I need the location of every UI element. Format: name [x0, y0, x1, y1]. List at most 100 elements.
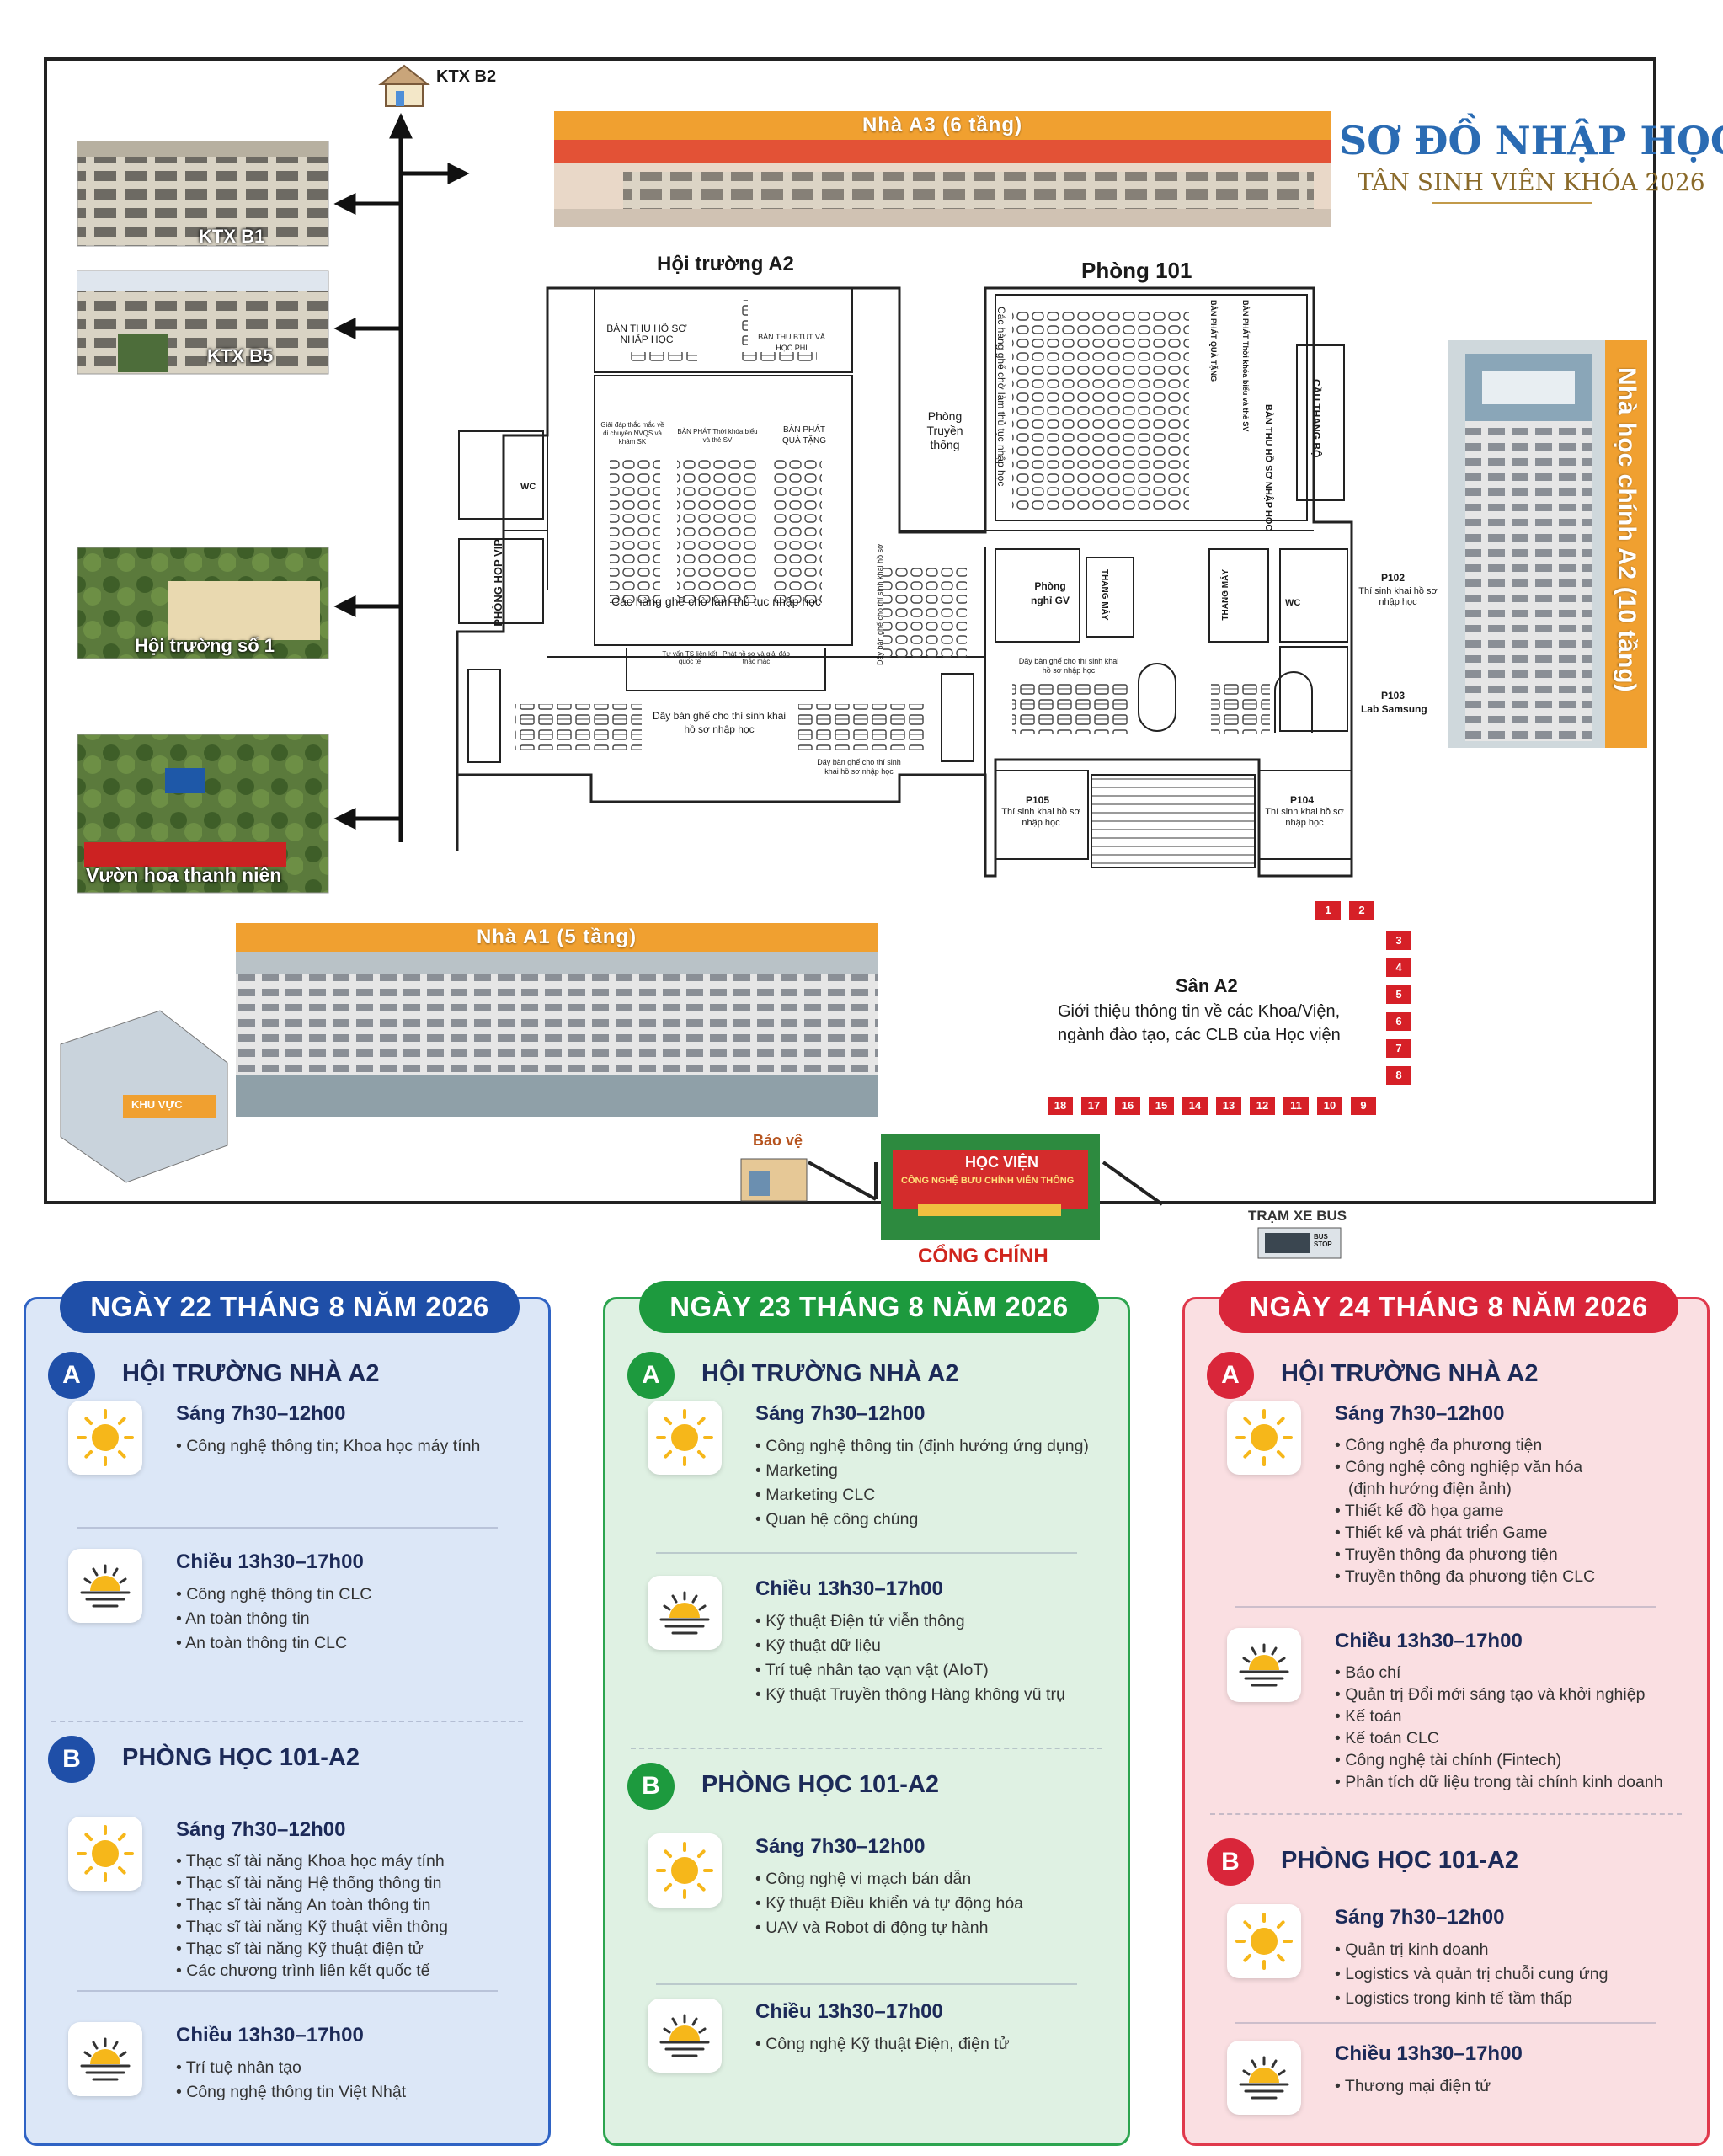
label-ban-thu-btut: BÀN THU BTUT VÀ HỌC PHÍ	[758, 333, 825, 352]
label-ban-phat-qua-101: BÀN PHÁT QUÀ TẶNG	[1209, 300, 1218, 382]
major-list: Kỹ thuật Điện tử viễn thôngKỹ thuật dữ l…	[755, 1609, 1065, 1707]
label-bus-stop: BUS STOP	[1314, 1233, 1332, 1248]
major-item: Công nghệ thông tin; Khoa học máy tính	[176, 1434, 480, 1459]
label-hang-ghe-cho: Các hàng ghế chờ làm thủ tục nhập học	[611, 595, 821, 608]
label-hoc-vien-name: CÔNG NGHỆ BƯU CHÍNH VIỄN THÔNG	[901, 1176, 1075, 1186]
major-item: Quản trị Đổi mới sáng tạo và khởi nghiệp	[1335, 1684, 1663, 1705]
slot-time: Sáng 7h30–12h00	[1335, 1906, 1505, 1929]
major-item: Truyền thông đa phương tiện CLC	[1335, 1566, 1595, 1588]
major-list: Công nghệ Kỹ thuật Điện, điện tử	[755, 2032, 1010, 2057]
label-p105-desc: Thí sinh khai hồ sơ nhập học	[1001, 807, 1080, 828]
label-hoi-truong-a2: Hội trường A2	[657, 253, 794, 275]
major-item: Kỹ thuật dữ liệu	[755, 1634, 1065, 1658]
label-ktx-b5: KTX B5	[207, 345, 274, 366]
major-item: Phân tích dữ liệu trong tài chính kinh d…	[1335, 1771, 1662, 1793]
booth-marker: 3	[1386, 931, 1411, 950]
booth-marker: 14	[1182, 1097, 1208, 1115]
major-item: Báo chí	[1335, 1662, 1663, 1684]
label-thang-may: THANG MÁY	[1100, 569, 1109, 621]
sunset-icon	[648, 1576, 722, 1650]
slot-time: Chiều 13h30–17h00	[1335, 2042, 1523, 2065]
banner-nha-a1: Nhà A1 (5 tầng)	[236, 923, 878, 952]
label-san-a2-desc2: ngành đào tạo, các CLB của Học viện	[1058, 1026, 1341, 1044]
label-cac-hang-ghe-101: Các hàng ghế chờ làm thủ tục nhập học	[995, 307, 1007, 487]
major-item: Marketing	[755, 1459, 1089, 1483]
label-ban-phat-the: BÀN PHÁT Thời khóa biểu và thẻ SV	[677, 428, 758, 444]
label-ban-phat-qua: BÀN PHÁT QUÀ TẶNG	[781, 425, 827, 446]
label-san-a2: Sân A2	[1176, 975, 1238, 996]
sun-icon	[648, 1401, 722, 1475]
major-item: Thạc sĩ tài năng Khoa học máy tính	[176, 1850, 448, 1872]
slot-divider	[77, 1527, 498, 1529]
major-item: Trí tuệ nhân tạo vạn vật (AIoT)	[755, 1658, 1065, 1683]
label-p104-desc: Thí sinh khai hồ sơ nhập học	[1265, 807, 1344, 828]
major-item: Thương mại điện tử	[1335, 2074, 1491, 2099]
major-item: Marketing CLC	[755, 1483, 1089, 1508]
slot-time: Chiều 13h30–17h00	[176, 1550, 364, 1573]
slot-divider	[77, 1990, 498, 1992]
label-phong-nghi-gv: Phòng nghỉ GV	[1031, 580, 1070, 606]
major-item: Công nghệ vi mạch bán dẫn	[755, 1867, 1023, 1892]
booth-marker: 13	[1216, 1097, 1241, 1115]
label-cau-thang-bo: CẦU THANG BỘ	[1310, 379, 1322, 458]
major-item: Công nghệ đa phương tiện	[1335, 1434, 1595, 1456]
label-phat-ho-so: Phát hồ sơ và giải đáp thắc mắc	[723, 650, 790, 665]
major-item: Quan hệ công chúng	[755, 1508, 1089, 1532]
label-thang-may-2: THANG MÁY	[1221, 569, 1230, 621]
booth-marker: 8	[1386, 1066, 1411, 1085]
label-day-ban-ghe-sanh: Dãy bàn ghế cho thí sinh khai hồ sơ nhập…	[1018, 657, 1119, 675]
banner-nha-a3: Nhà A3 (6 tầng)	[554, 111, 1331, 140]
slot-time: Chiều 13h30–17h00	[755, 1577, 943, 1600]
booth-marker: 9	[1351, 1097, 1376, 1115]
road-arrows	[333, 112, 470, 842]
slot-divider	[1235, 1606, 1656, 1608]
title-underline	[1432, 202, 1592, 204]
major-item: (định hướng điện ảnh)	[1348, 1480, 1512, 1498]
sun-icon	[1227, 1904, 1301, 1978]
booth-marker: 16	[1115, 1097, 1140, 1115]
major-item: Quản trị kinh doanh	[1335, 1938, 1608, 1962]
booth-marker: 17	[1081, 1097, 1107, 1115]
section-divider	[1210, 1813, 1682, 1815]
sunset-icon	[1227, 1628, 1301, 1702]
map-subtitle: TÂN SINH VIÊN KHÓA 2026	[1358, 168, 1705, 196]
major-item: Logistics trong kinh tế tầm thấp	[1335, 1987, 1608, 2011]
label-p104: P104	[1290, 794, 1315, 806]
booth-marker: 15	[1149, 1097, 1174, 1115]
slot-time: Chiều 13h30–17h00	[176, 2024, 364, 2047]
major-item: An toàn thông tin CLC	[176, 1631, 371, 1656]
venue-title: HỘI TRƯỜNG NHÀ A2	[122, 1360, 380, 1387]
booth-marker: 12	[1250, 1097, 1275, 1115]
major-list: Trí tuệ nhân tạoCông nghệ thông tin Việt…	[176, 2056, 406, 2105]
venue-badge: A	[1207, 1352, 1254, 1399]
label-phong-101: Phòng 101	[1081, 258, 1192, 283]
major-list: Báo chíQuản trị Đổi mới sáng tạo và khởi…	[1335, 1662, 1663, 1793]
major-item: Công nghệ thông tin Việt Nhật	[176, 2080, 406, 2105]
major-item: Truyền thông đa phương tiện	[1335, 1544, 1595, 1566]
section-divider	[631, 1748, 1102, 1749]
label-khu-vuc: KHU VỰC	[131, 1098, 183, 1111]
major-list: Công nghệ vi mạch bán dẫnKỹ thuật Điều k…	[755, 1867, 1023, 1940]
major-item: Thiết kế và phát triển Game	[1335, 1522, 1595, 1544]
venue-title: HỘI TRƯỜNG NHÀ A2	[701, 1360, 959, 1387]
sunset-icon	[648, 1999, 722, 2073]
slot-time: Sáng 7h30–12h00	[1335, 1402, 1505, 1425]
venue-badge: B	[1207, 1838, 1254, 1886]
major-item: Thạc sĩ tài năng Hệ thống thông tin	[176, 1872, 448, 1894]
booth-marker: 1	[1315, 901, 1341, 920]
major-item: Công nghệ Kỹ thuật Điện, điện tử	[755, 2032, 1010, 2057]
label-vuon-hoa: Vườn hoa thanh niên	[86, 864, 282, 886]
label-ban-thu-hs-101: BÀN THU HỒ SƠ NHẬP HỌC	[1263, 404, 1273, 531]
slot-divider	[656, 1983, 1077, 1985]
major-item: Công nghệ công nghiệp văn hóa	[1335, 1456, 1595, 1478]
major-list: Công nghệ thông tin (định hướng ứng dụng…	[755, 1434, 1089, 1532]
label-p105: P105	[1026, 794, 1050, 806]
booth-marker: 6	[1386, 1012, 1411, 1031]
